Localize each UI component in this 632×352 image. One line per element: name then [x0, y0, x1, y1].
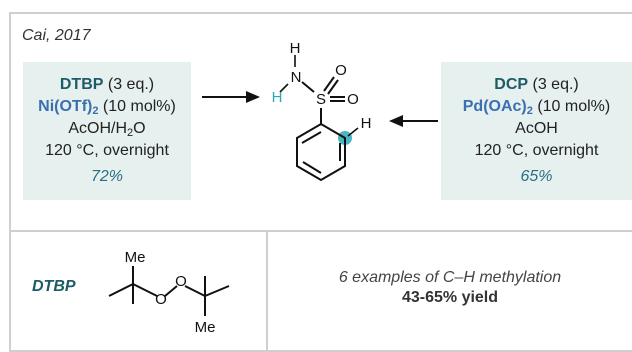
right-conditions-box: DCP (3 eq.) Pd(OAc)2 (10 mol%) AcOH 120 … [441, 62, 632, 200]
ring-double-bond-3 [302, 161, 322, 174]
left-solvent: AcOH/H2O [68, 120, 146, 139]
atom-n: N [291, 69, 302, 86]
citation: Cai, 2017 [22, 27, 91, 44]
dtbp-label: DTBP [32, 278, 76, 295]
dtbp-structure: Me O O Me [108, 249, 230, 336]
left-reagent-eq: (3 eq.) [103, 76, 155, 93]
right-solvent: AcOH [515, 120, 558, 137]
horizontal-divider [9, 230, 632, 232]
tbu2-me-right-bond [204, 285, 230, 297]
tbu2-o-c-bond [184, 285, 206, 297]
peroxide-o2: O [175, 273, 187, 290]
right-catalyst-line: Pd(OAc)2 (10 mol%) [441, 96, 632, 118]
left-temp-time: 120 °C, overnight [45, 142, 169, 159]
left-catalyst: Ni(OTf)2 [38, 98, 99, 117]
right-reagent-line: DCP (3 eq.) [441, 74, 632, 96]
right-yield: 65% [520, 168, 553, 185]
right-temp-time: 120 °C, overnight [474, 142, 599, 159]
s-n-bond [301, 81, 315, 93]
atom-o1: O [335, 62, 347, 79]
o-o-bond [164, 285, 178, 297]
n-h-left-bond [279, 83, 289, 93]
s-o1-bond-b [323, 76, 335, 92]
left-conditions-box: DTBP (3 eq.) Ni(OTf)2 (10 mol%) AcOH/H2O… [23, 62, 191, 200]
scheme-figure: Cai, 2017 DTBP (3 eq.) Ni(OTf)2 (10 mol%… [9, 12, 632, 352]
left-reagent: DTBP [59, 76, 104, 93]
tbu1-c-o-bond [132, 283, 158, 297]
right-catalyst-load: (10 mol%) [532, 98, 611, 115]
peroxide-o1: O [155, 291, 167, 308]
me-bottom: Me [195, 319, 216, 336]
left-yield: 72% [90, 168, 124, 185]
right-arrow-head [389, 115, 403, 127]
vertical-divider [266, 231, 268, 351]
left-arrow-head [246, 91, 260, 103]
right-reagent: DCP [494, 76, 529, 93]
atom-h-left: H [272, 89, 283, 106]
atom-o2: O [347, 91, 359, 108]
c-h-bond [347, 127, 359, 137]
s-o1-bond-a [327, 79, 339, 95]
ring-double-bond-2 [301, 131, 322, 144]
right-reagent-eq: (3 eq.) [528, 76, 579, 93]
atom-s: S [316, 91, 326, 108]
benzene-ring [296, 122, 346, 182]
left-catalyst-line: Ni(OTf)2 (10 mol%) [23, 96, 191, 118]
me-top: Me [125, 249, 146, 266]
tbu1-me-left-bond [108, 283, 134, 297]
benzenesulfonamide-structure: H N H S O O H [202, 40, 438, 182]
left-catalyst-load: (10 mol%) [98, 98, 176, 115]
atom-h-ring: H [361, 115, 372, 132]
right-catalyst: Pd(OAc)2 [462, 98, 533, 117]
summary-line2: 43-65% yield [401, 289, 499, 306]
atom-h-top: H [290, 40, 301, 57]
summary-line1: 6 examples of C–H methylation [338, 269, 562, 286]
left-reagent-line: DTBP (3 eq.) [23, 74, 191, 96]
summary-panel: 6 examples of C–H methylation 43-65% yie… [268, 268, 632, 308]
